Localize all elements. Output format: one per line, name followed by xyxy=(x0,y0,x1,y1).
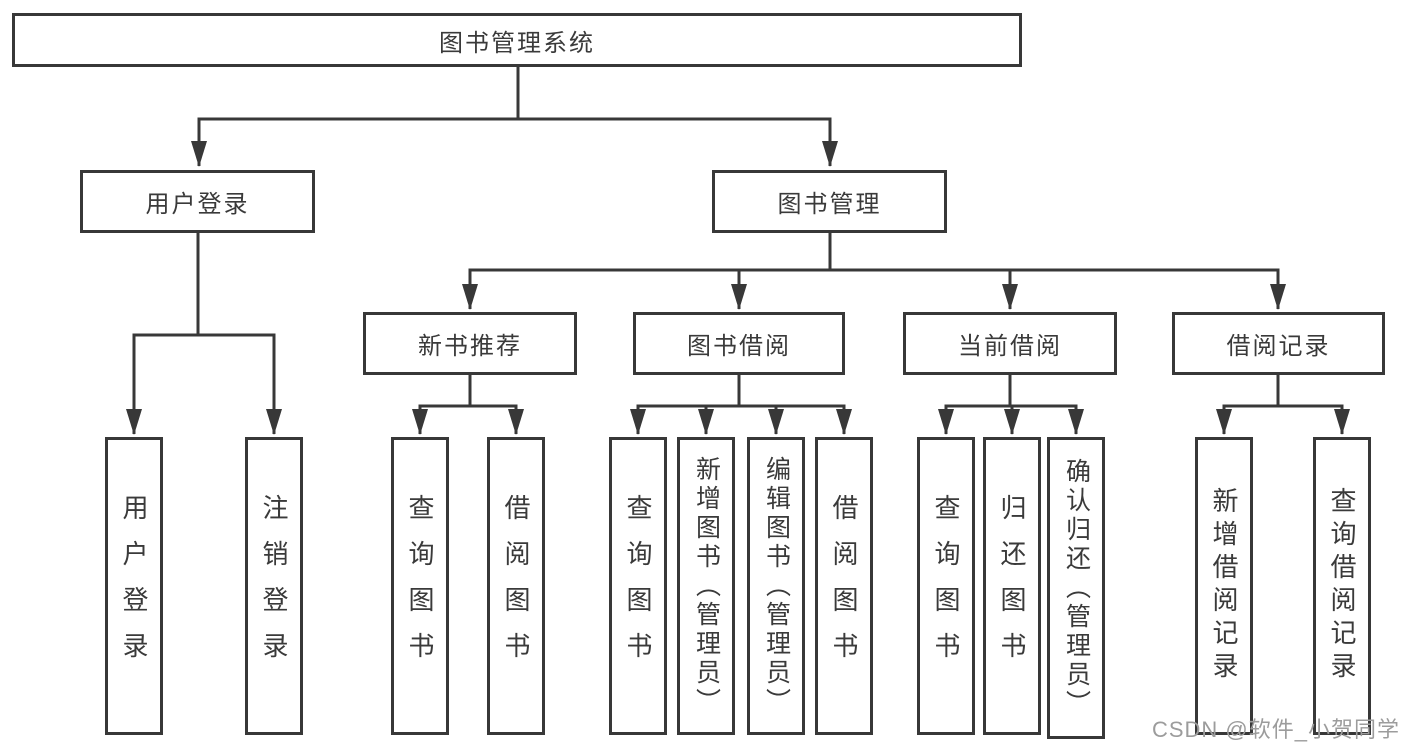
connector-new-rec-to-leaves xyxy=(412,375,524,435)
connector-root-to-level2 xyxy=(191,65,838,167)
node-new-book-recommendation: 新书推荐 xyxy=(363,312,577,375)
leaf-query-borrow-record: 查询借阅记录 xyxy=(1313,437,1371,735)
node-borrowing-records: 借阅记录 xyxy=(1172,312,1385,375)
leaf-add-borrow-record: 新增借阅记录 xyxy=(1195,437,1253,735)
leaf-confirm-return-admin: 确认归还（管理员） xyxy=(1047,437,1105,739)
connector-current-borrow-to-leaves xyxy=(938,375,1084,435)
csdn-watermark: CSDN @软件_小贺同学 xyxy=(1151,717,1400,742)
leaf-user-login: 用户登录 xyxy=(105,437,163,735)
leaf-new-rec-query-books: 查询图书 xyxy=(391,437,449,735)
connector-book-mgmt-to-level3 xyxy=(462,233,1286,310)
node-current-borrowing: 当前借阅 xyxy=(903,312,1117,375)
connector-user-login-to-leaves xyxy=(126,233,282,435)
leaf-borrow-query-books: 查询图书 xyxy=(609,437,667,735)
leaf-current-query-books: 查询图书 xyxy=(917,437,975,735)
node-book-management: 图书管理 xyxy=(712,170,947,233)
leaf-edit-books-admin: 编辑图书（管理员） xyxy=(747,437,805,735)
connector-records-to-leaves xyxy=(1216,375,1350,435)
leaf-new-rec-borrow-books: 借阅图书 xyxy=(487,437,545,735)
node-user-login: 用户登录 xyxy=(80,170,315,233)
connector-book-borrow-to-leaves xyxy=(630,375,852,435)
leaf-logout: 注销登录 xyxy=(245,437,303,735)
leaf-add-books-admin: 新增图书（管理员） xyxy=(677,437,735,735)
node-library-management-system: 图书管理系统 xyxy=(12,13,1022,67)
node-book-borrowing: 图书借阅 xyxy=(633,312,845,375)
leaf-return-books: 归还图书 xyxy=(983,437,1041,735)
leaf-borrow-books: 借阅图书 xyxy=(815,437,873,735)
